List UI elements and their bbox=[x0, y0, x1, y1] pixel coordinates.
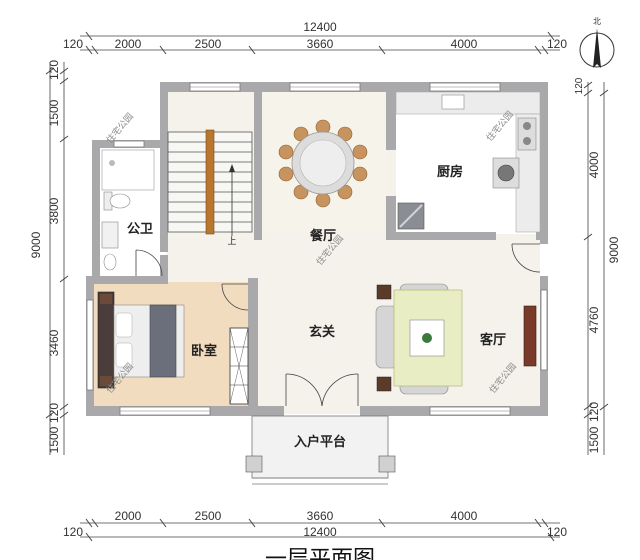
left-total-dim: 9000 bbox=[29, 231, 43, 258]
right-dimensions: 120 4000 4760 120 1500 9000 bbox=[574, 77, 621, 455]
stove-icon bbox=[517, 117, 537, 151]
top-dim-3660: 3660 bbox=[307, 37, 334, 51]
left-dimensions: 9000 120 1500 3800 3460 120 1500 bbox=[29, 60, 69, 455]
plan-title: 一层平面图 bbox=[265, 547, 375, 560]
bottom-dim-2500: 2500 bbox=[195, 509, 222, 523]
right-dim-4000: 4000 bbox=[587, 151, 601, 178]
top-dim-4000: 4000 bbox=[451, 37, 478, 51]
left-dim-120-bottom: 120 bbox=[47, 403, 61, 423]
bottom-dim-4000: 4000 bbox=[451, 509, 478, 523]
right-total-dim: 9000 bbox=[607, 236, 621, 263]
right-dim-1500: 1500 bbox=[587, 426, 601, 453]
top-dim-2000: 2000 bbox=[115, 37, 142, 51]
bottom-dim-2000: 2000 bbox=[115, 509, 142, 523]
left-dim-120-top: 120 bbox=[47, 60, 61, 80]
bottom-total-dim: 12400 bbox=[303, 525, 337, 539]
room-label-living: 客厅 bbox=[480, 332, 506, 348]
living-room-furniture bbox=[375, 283, 537, 395]
bathroom-fixtures bbox=[101, 149, 155, 271]
right-dim-4760: 4760 bbox=[587, 306, 601, 333]
north-arrow-icon: 北 bbox=[579, 17, 615, 68]
refrigerator-icon bbox=[397, 202, 425, 230]
toilet-icon bbox=[103, 191, 131, 211]
room-labels: 公卫 餐厅 厨房 卧室 玄关 客厅 入户平台 bbox=[127, 164, 506, 450]
room-label-foyer: 玄关 bbox=[309, 324, 335, 340]
left-dim-1500-top: 1500 bbox=[47, 99, 61, 126]
top-dimensions: 12400 120 2000 2500 3660 4000 120 bbox=[63, 20, 567, 55]
top-dim-120-right: 120 bbox=[547, 37, 567, 51]
wardrobe-icon bbox=[229, 327, 249, 405]
left-dim-3460: 3460 bbox=[47, 329, 61, 356]
north-label: 北 bbox=[593, 17, 601, 26]
room-label-dining: 餐厅 bbox=[309, 228, 336, 244]
room-label-bathroom: 公卫 bbox=[127, 222, 153, 237]
entry-platform bbox=[245, 415, 396, 485]
bottom-dim-120-right: 120 bbox=[547, 525, 567, 539]
right-dim-120-top: 120 bbox=[574, 77, 585, 94]
windows bbox=[86, 82, 548, 416]
bedroom-furniture bbox=[97, 291, 249, 405]
staircase: 上 bbox=[167, 129, 253, 247]
top-dim-120-left: 120 bbox=[63, 37, 83, 51]
sink-icon bbox=[492, 157, 520, 189]
tv-cabinet-icon bbox=[523, 305, 537, 367]
top-dim-2500: 2500 bbox=[195, 37, 222, 51]
bottom-dimensions: 2000 2500 3660 4000 12400 120 120 bbox=[63, 509, 567, 542]
dining-table-icon bbox=[278, 119, 368, 208]
sink-icon bbox=[101, 221, 119, 271]
bottom-dim-120-left: 120 bbox=[63, 525, 83, 539]
top-total-dim: 12400 bbox=[303, 20, 337, 34]
kitchen-fixtures bbox=[395, 91, 541, 233]
room-label-entry-platform: 入户平台 bbox=[294, 434, 346, 450]
room-label-kitchen: 厨房 bbox=[437, 164, 463, 180]
left-dim-3800: 3800 bbox=[47, 197, 61, 224]
room-label-bedroom: 卧室 bbox=[191, 343, 217, 359]
left-dim-1500-bottom: 1500 bbox=[47, 426, 61, 453]
coffee-table-icon bbox=[409, 319, 445, 357]
bottom-dim-3660: 3660 bbox=[307, 509, 334, 523]
doors bbox=[135, 243, 541, 407]
right-dim-120-bottom: 120 bbox=[587, 402, 601, 422]
stair-up-label: 上 bbox=[227, 236, 236, 247]
bed-icon bbox=[97, 291, 185, 389]
